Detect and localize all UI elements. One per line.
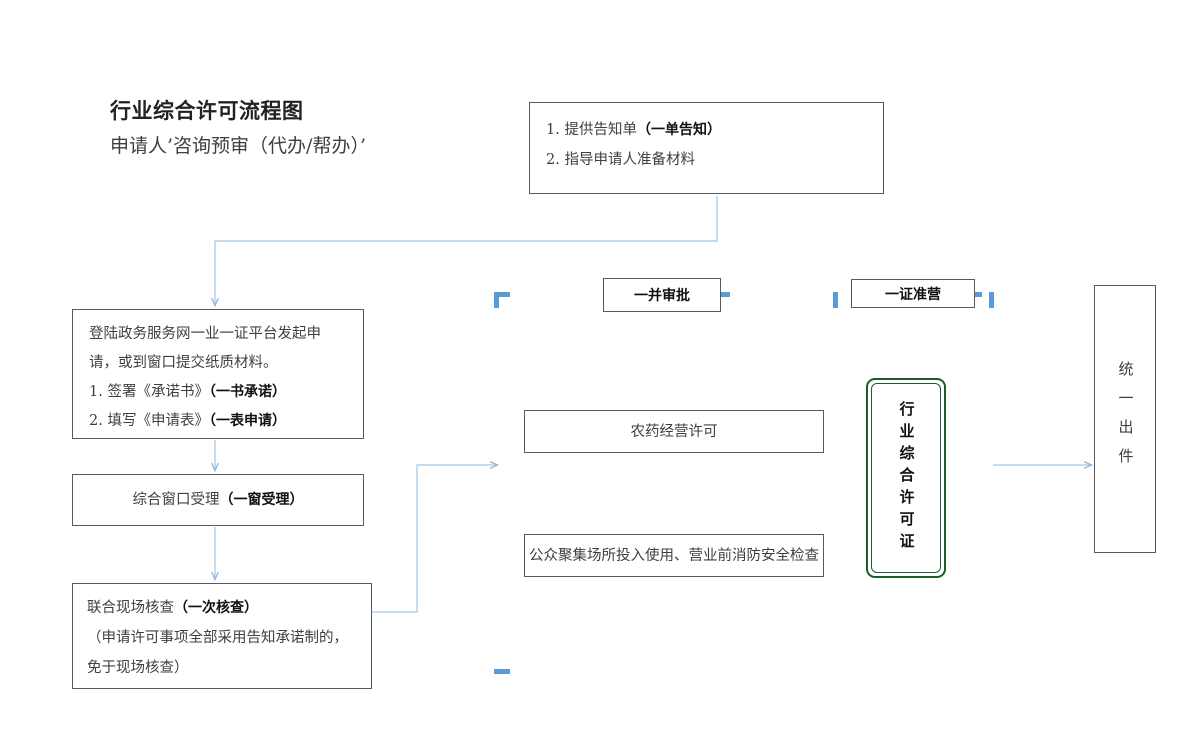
joint-inspection-emphasis: （一次核查） <box>174 600 258 616</box>
apply-item-2: 2. 填写《申请表》（一表申请） <box>89 407 363 436</box>
window-acceptance-box: 综合窗口受理（一窗受理） <box>72 474 364 526</box>
dashed-frame-left <box>494 292 499 674</box>
dashed-frame-top-left-segment <box>494 292 614 297</box>
permit-item-label: 农药经营许可 <box>630 423 718 440</box>
notice-line-1: 1. 提供告知单（一单告知） <box>546 115 883 145</box>
notice-line-2-number: 2. <box>546 152 560 168</box>
apply-item-2-number: 2. <box>89 413 103 429</box>
label-joint-approval: 一并审批 <box>603 278 721 312</box>
label-one-license-text: 一证准营 <box>885 286 941 303</box>
dashed-frame-divider <box>833 292 838 674</box>
permit-item-box: 公众聚集场所投入使用、营业前消防安全检查 <box>524 534 824 577</box>
page-subtitle: 申请人’咨询预审（代办/帮办）’ <box>110 135 366 157</box>
dashed-frame-bottom <box>494 669 994 674</box>
apply-item-1: 1. 签署《承诺书》（一书承诺） <box>89 378 363 407</box>
notice-line-1-text: 提供告知单 <box>564 122 637 138</box>
dashed-frame-top-middle-segment <box>714 292 860 297</box>
certificate-vertical-text: 行业综合许可证 <box>897 401 916 555</box>
industry-license-certificate-box: 行业综合许可证 <box>866 378 946 578</box>
apply-item-2-text: 填写《申请表》 <box>107 413 209 429</box>
label-joint-approval-text: 一并审批 <box>634 288 690 304</box>
apply-item-1-number: 1. <box>89 384 103 400</box>
dashed-frame-right <box>989 292 994 674</box>
apply-item-1-emphasis: （一书承诺） <box>208 384 286 400</box>
permit-item-box: 农药经营许可 <box>524 410 824 453</box>
permit-item-label: 公众聚集场所投入使用、营业前消防安全检查 <box>529 547 819 564</box>
joint-inspection-box: 联合现场核查（一次核查） （申请许可事项全部采用告知承诺制的，免于现场核查） <box>72 583 372 689</box>
notice-box: 1. 提供告知单（一单告知） 2. 指导申请人准备材料 <box>529 102 884 194</box>
apply-line-1: 登陆政务服务网一业一证平台发起申 <box>89 326 321 342</box>
apply-line-2: 请，或到窗口提交纸质材料。 <box>89 355 278 371</box>
unified-output-vertical-text: 统一出件 <box>1116 361 1135 477</box>
page-title: 行业综合许可流程图 <box>110 99 304 123</box>
unified-output-inner: 统一出件 <box>1095 286 1155 552</box>
window-acceptance-emphasis: （一窗受理） <box>219 492 304 508</box>
apply-box: 登陆政务服务网一业一证平台发起申 请，或到窗口提交纸质材料。 1. 签署《承诺书… <box>72 309 364 439</box>
notice-line-1-number: 1. <box>546 122 560 138</box>
notice-line-1-emphasis: （一单告知） <box>636 122 721 138</box>
unified-output-box: 统一出件 <box>1094 285 1156 553</box>
apply-item-2-emphasis: （一表申请） <box>208 413 286 429</box>
window-acceptance-text: 综合窗口受理 <box>132 492 220 508</box>
notice-line-2: 2. 指导申请人准备材料 <box>546 145 883 175</box>
notice-line-2-text: 指导申请人准备材料 <box>564 152 695 168</box>
joint-inspection-heading: 联合现场核查（一次核查） <box>87 593 371 623</box>
label-one-license: 一证准营 <box>851 279 975 308</box>
joint-inspection-text: 联合现场核查 <box>87 600 174 616</box>
dashed-frame-top-right-segment <box>966 292 994 297</box>
certificate-inner-border: 行业综合许可证 <box>871 383 941 573</box>
apply-item-1-text: 签署《承诺书》 <box>107 384 209 400</box>
joint-inspection-note: （申请许可事项全部采用告知承诺制的，免于现场核查） <box>87 630 348 676</box>
